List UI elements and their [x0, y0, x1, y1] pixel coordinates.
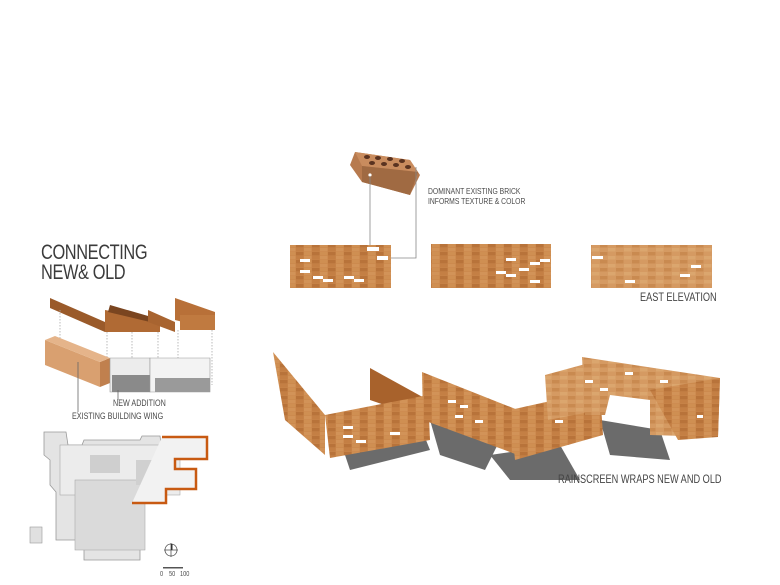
elevation-panel-3 — [591, 245, 712, 288]
scale-bar — [163, 567, 183, 569]
page-title-line1: CONNECTING — [41, 241, 148, 264]
north-arrow-icon — [164, 543, 178, 557]
brick-photo — [350, 152, 420, 195]
scale-tick-100: 100 — [180, 571, 190, 578]
scale-tick-50: 50 — [169, 571, 176, 578]
new-addition-label: NEW ADDITION — [113, 398, 166, 408]
existing-wing-label: EXISTING BUILDING WING — [72, 411, 164, 421]
brick-callout-line1: DOMINANT EXISTING BRICK — [428, 186, 521, 196]
callout-lines — [369, 167, 417, 259]
elevation-panel-2 — [431, 244, 551, 288]
scale-tick-0: 0 — [160, 571, 164, 578]
floor-plan — [29, 431, 209, 569]
rainscreen-model — [273, 352, 720, 480]
elevation-panel-1 — [290, 245, 391, 288]
brick-callout-line2: INFORMS TEXTURE & COLOR — [428, 196, 526, 206]
exploded-axonometric — [45, 298, 215, 412]
east-elevation-label: EAST ELEVATION — [640, 292, 717, 304]
rainscreen-label: RAINSCREEN WRAPS NEW AND OLD — [558, 474, 722, 486]
page-title-line2: NEW& OLD — [41, 261, 126, 284]
